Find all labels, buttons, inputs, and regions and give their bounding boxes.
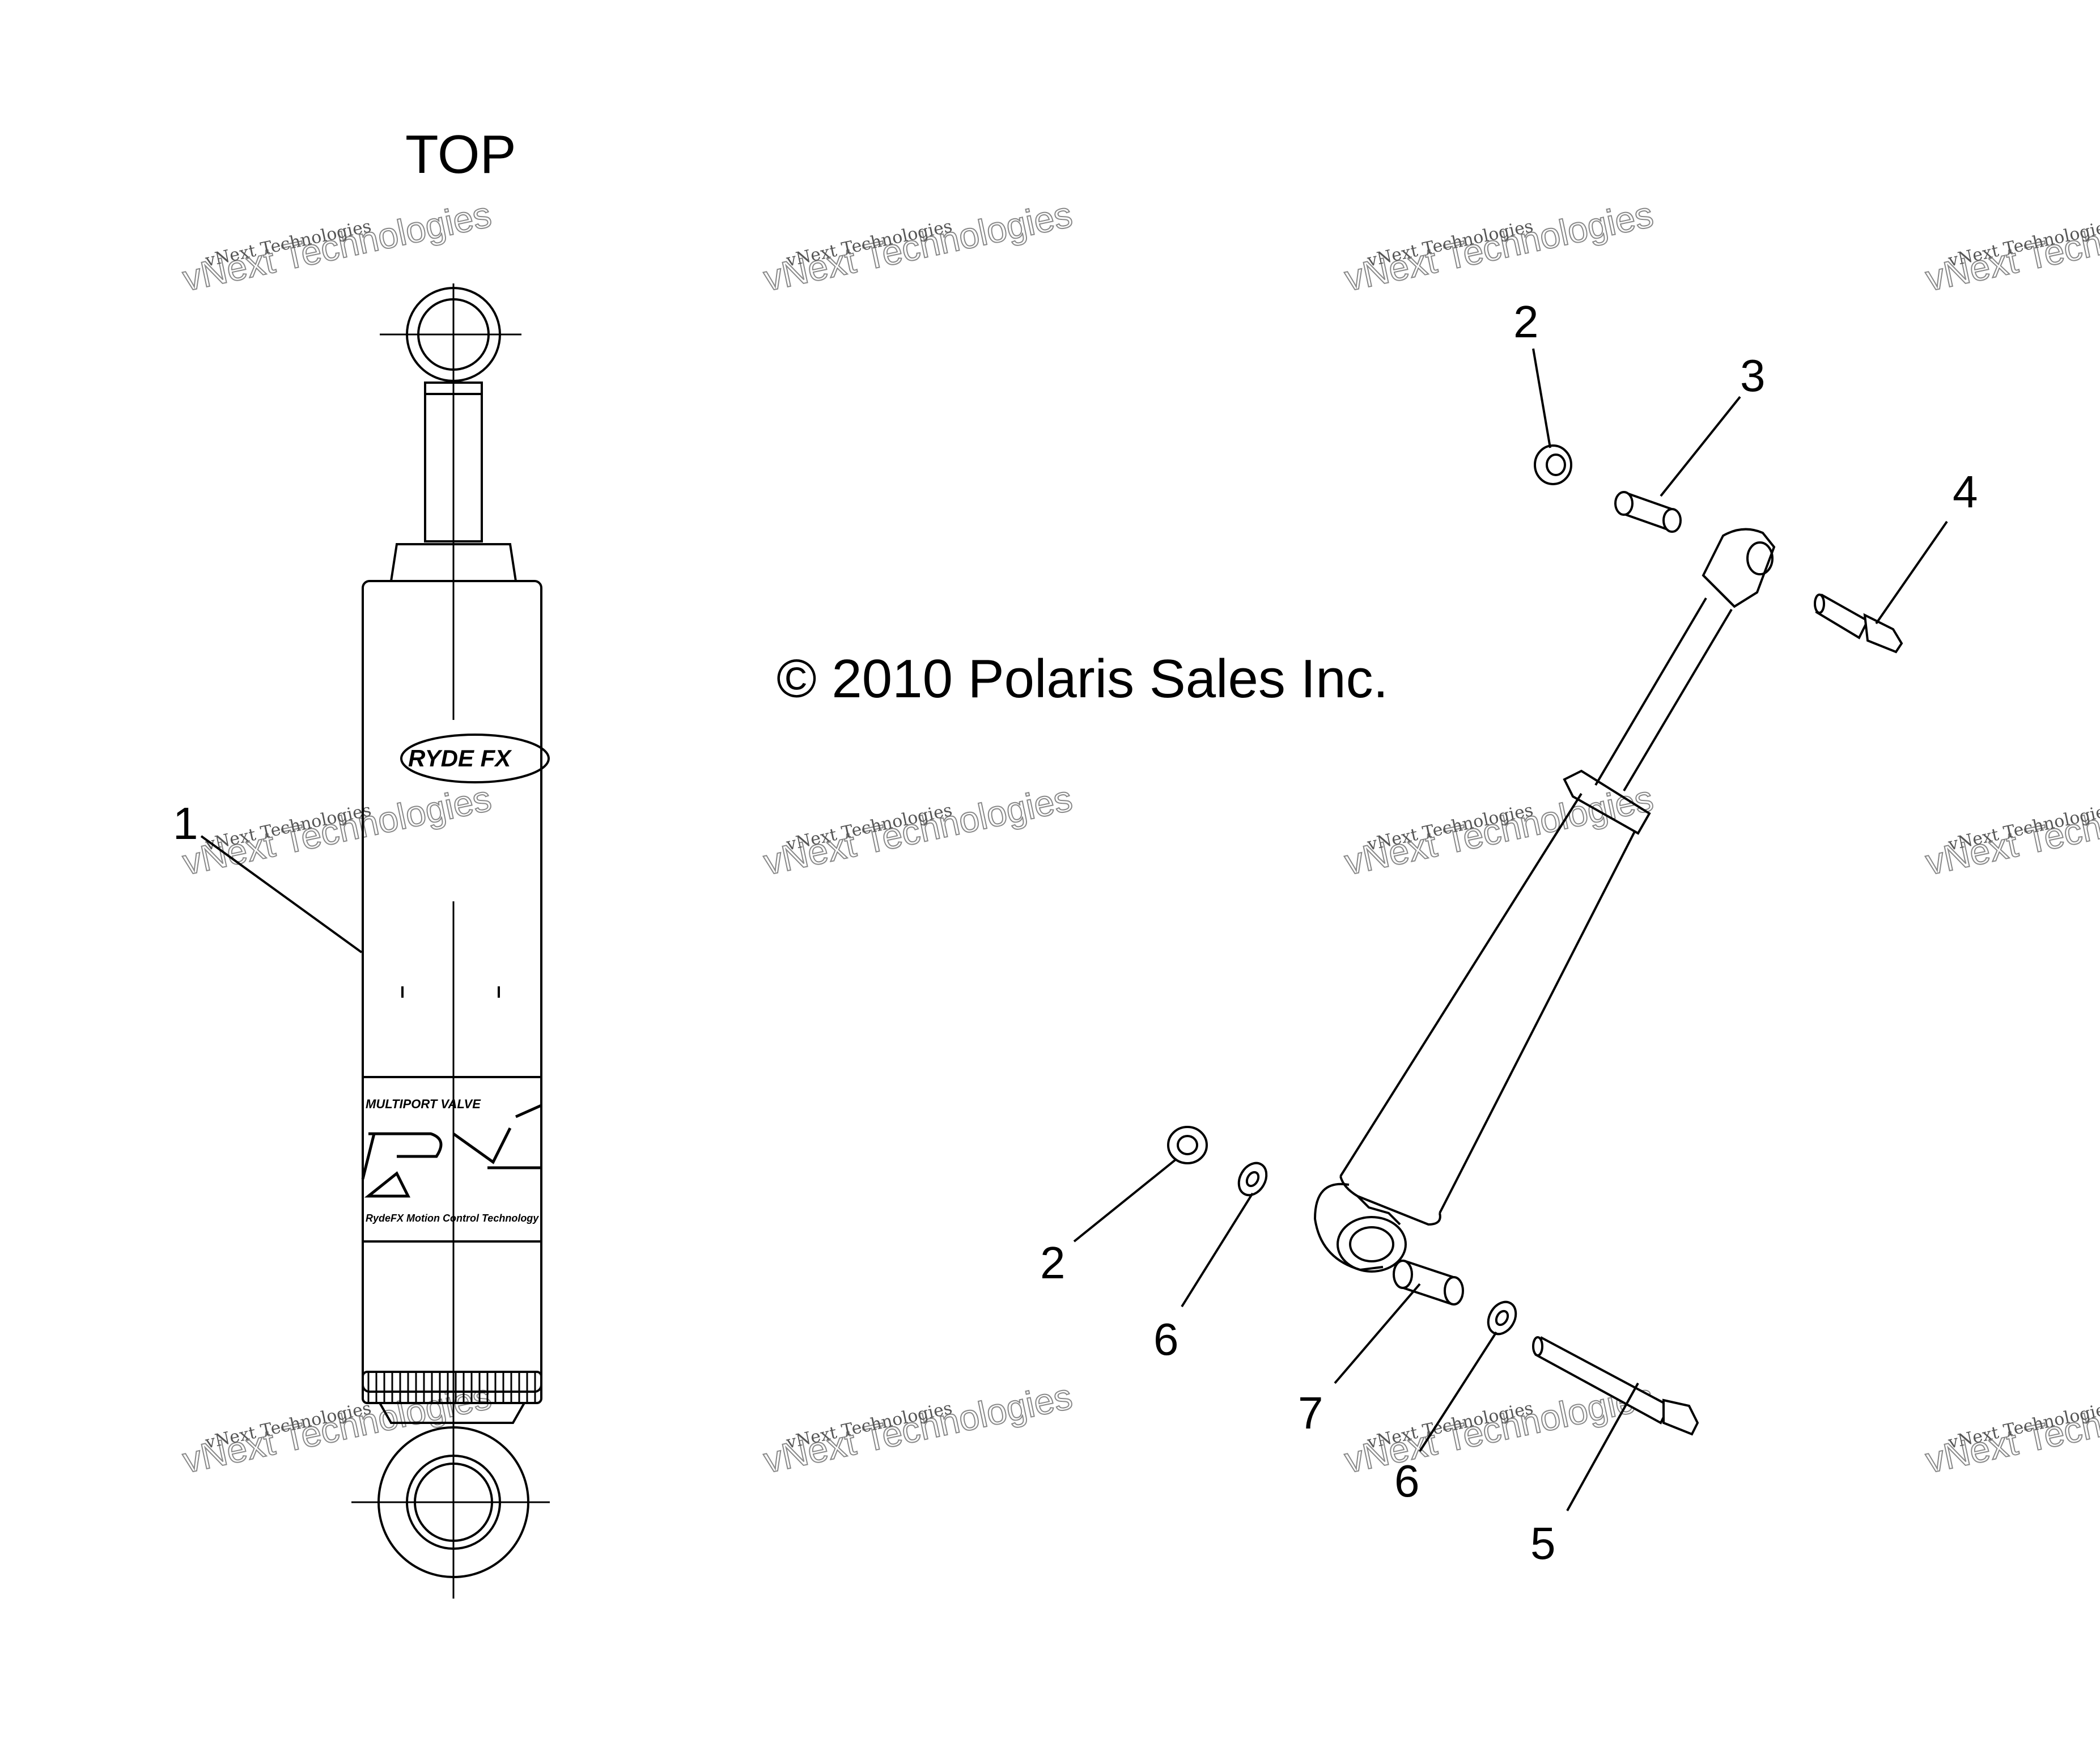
leader-6-left bbox=[1181, 1192, 1254, 1308]
leader-1 bbox=[200, 835, 363, 953]
part-5-bolt bbox=[1532, 1336, 1699, 1436]
part-6-washer-left bbox=[1237, 1162, 1268, 1197]
callout-2-bottom: 2 bbox=[1040, 1237, 1066, 1288]
view-label-top: TOP bbox=[405, 124, 516, 185]
part-4-bolt bbox=[1814, 594, 1903, 654]
callout-6-left: 6 bbox=[1153, 1314, 1179, 1364]
shock-exploded bbox=[1313, 528, 1776, 1273]
part-3-bushing bbox=[1614, 491, 1682, 533]
brand-logo-text: RYDE FX bbox=[408, 745, 512, 772]
leader-7 bbox=[1334, 1283, 1421, 1384]
callout-1: 1 bbox=[173, 798, 198, 849]
decal-graphic bbox=[361, 1104, 542, 1198]
valve-label: MULTIPORT VALVE bbox=[366, 1097, 481, 1111]
motion-label: RydeFX Motion Control Technology bbox=[366, 1213, 539, 1224]
part-6-washer-right bbox=[1487, 1300, 1517, 1336]
part-2-nut-bottom bbox=[1167, 1126, 1208, 1164]
copyright-notice: © 2010 Polaris Sales Inc. bbox=[777, 649, 1388, 709]
leader-2-bottom bbox=[1073, 1158, 1177, 1243]
leader-5 bbox=[1566, 1383, 1639, 1511]
callout-5: 5 bbox=[1530, 1518, 1556, 1569]
shock-top-view bbox=[351, 283, 550, 1599]
leader-3 bbox=[1660, 396, 1741, 497]
leader-6-right bbox=[1419, 1331, 1497, 1452]
leader-4 bbox=[1875, 520, 1948, 625]
callout-4: 4 bbox=[1953, 467, 1978, 517]
callout-3: 3 bbox=[1740, 350, 1766, 401]
top-clevis bbox=[1702, 528, 1776, 608]
part-2-nut-top bbox=[1534, 444, 1572, 485]
leader-2-top bbox=[1532, 348, 1551, 448]
brand-logo: RYDE FX bbox=[400, 734, 550, 783]
callout-2-top: 2 bbox=[1513, 296, 1539, 347]
callout-6-right: 6 bbox=[1394, 1456, 1420, 1506]
callout-7: 7 bbox=[1298, 1388, 1323, 1438]
part-7-bushing bbox=[1393, 1260, 1464, 1306]
